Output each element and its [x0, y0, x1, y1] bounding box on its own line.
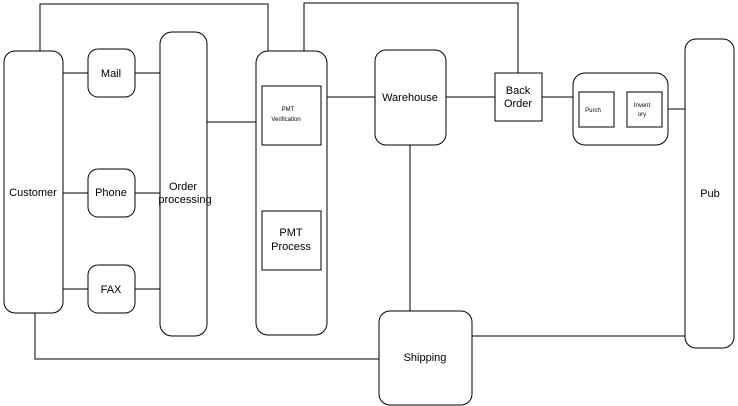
- node-pmt-process: PMT Process: [261, 210, 322, 271]
- node-back-order-label-line1: Back: [506, 85, 531, 97]
- node-mail-label: Mail: [101, 68, 121, 80]
- node-pub-label: Pub: [700, 188, 720, 200]
- node-purch-label: Purch: [585, 108, 601, 114]
- node-phone: Phone: [87, 168, 136, 218]
- node-order-processing: Order processing: [158, 31, 212, 337]
- node-phone-label: Phone: [95, 187, 127, 199]
- connector-customer-top-to-pmt-verification: [39, 3, 269, 86]
- node-warehouse: Warehouse: [374, 49, 447, 146]
- node-inventory-label-line2: ory: [638, 112, 646, 118]
- node-warehouse-label: Warehouse: [382, 92, 438, 104]
- node-pmt-process-label-line2: Process: [271, 241, 311, 253]
- node-inventory-label-line1: Invent: [634, 103, 651, 109]
- connector-pmt-top-to-back-order: [303, 2, 519, 73]
- node-fax-label: FAX: [101, 284, 122, 296]
- node-purch: Purch: [578, 91, 615, 128]
- node-pmt-verification: PMT Verification: [261, 85, 322, 146]
- node-pmt-verification-label-line1: PMT: [282, 107, 295, 113]
- node-order-processing-label-line1: Order: [169, 181, 197, 193]
- node-back-order-label-line2: Order: [504, 98, 532, 110]
- node-mail: Mail: [87, 48, 136, 98]
- node-pub: Pub: [684, 38, 735, 349]
- node-customer-label: Customer: [9, 187, 57, 199]
- node-customer: Customer: [3, 50, 64, 314]
- node-back-order: Back Order: [494, 72, 543, 122]
- node-inventory: Invent ory: [626, 91, 663, 128]
- connector-customer-shipping: [34, 313, 379, 360]
- node-order-processing-label-line2: processing: [158, 194, 211, 206]
- node-pmt-process-label-line1: PMT: [279, 227, 303, 239]
- node-pmt-verification-label-line2: Verification: [271, 117, 300, 123]
- node-shipping-label: Shipping: [404, 352, 447, 364]
- node-shipping: Shipping: [378, 310, 473, 406]
- node-fax: FAX: [87, 264, 136, 314]
